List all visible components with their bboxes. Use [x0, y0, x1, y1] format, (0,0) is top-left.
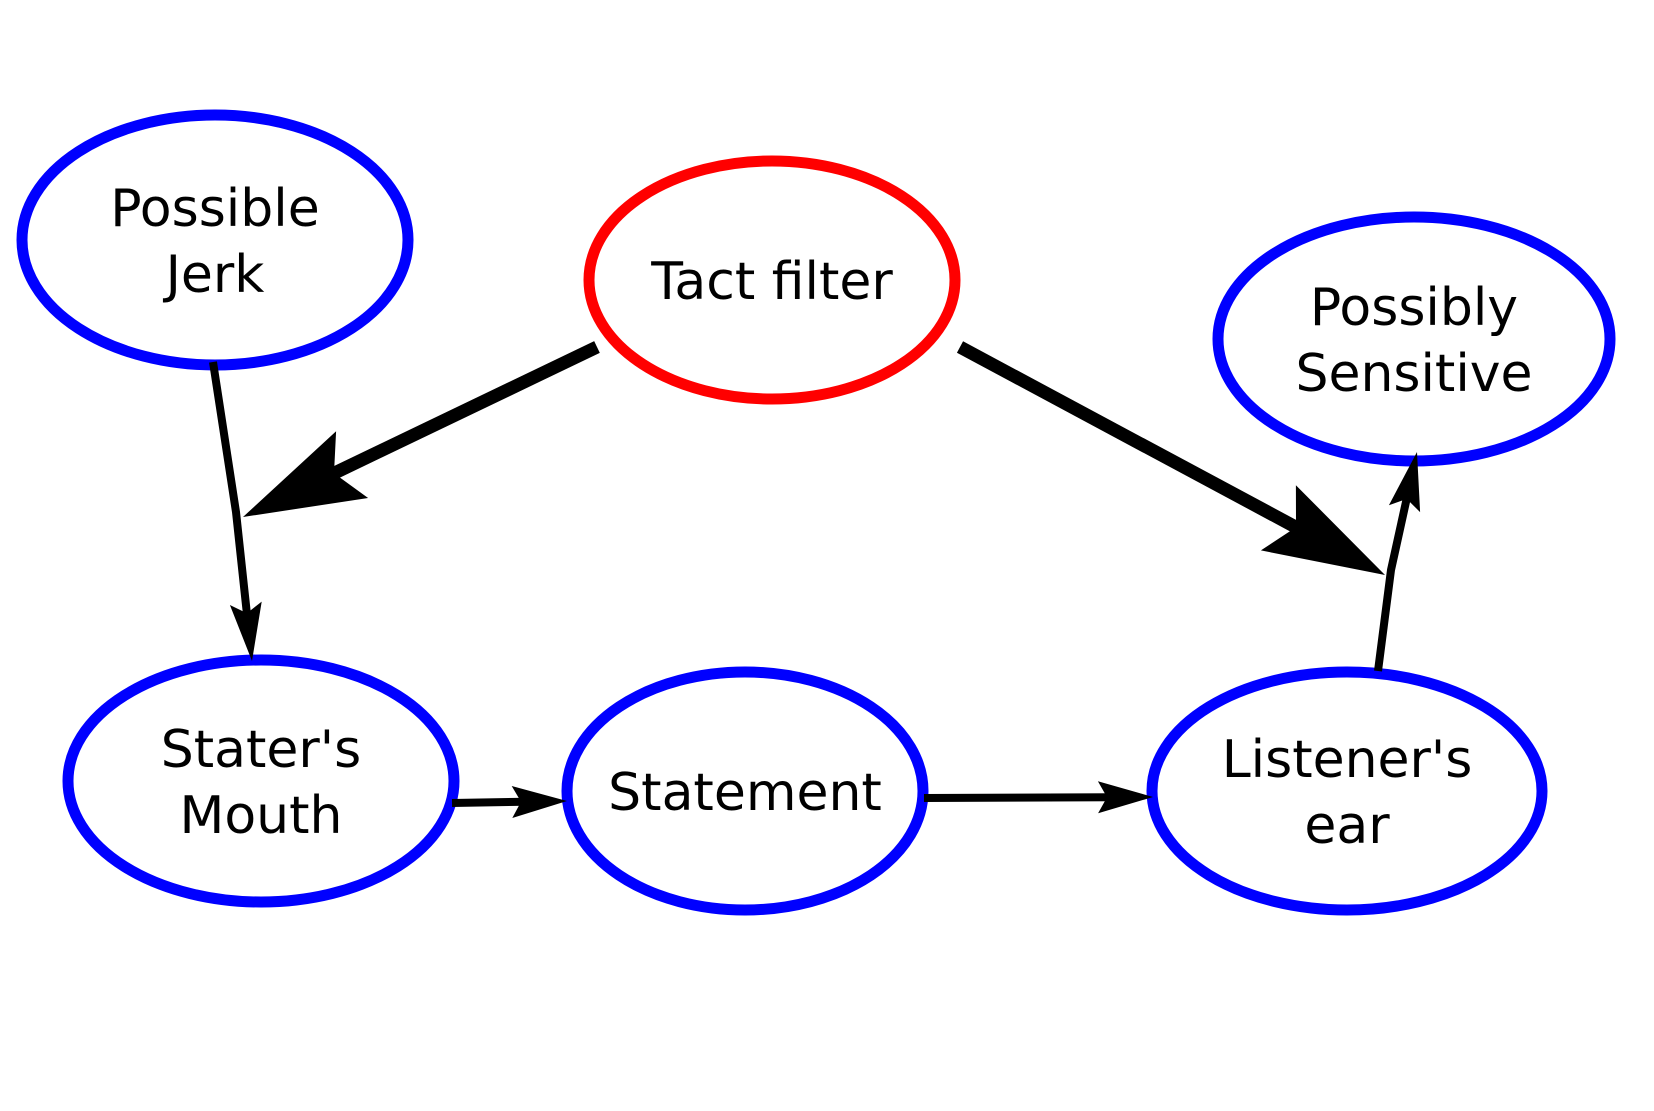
statement-to-ear-arrowhead — [1097, 781, 1153, 814]
listeners-ear-label-line-2: ear — [1304, 796, 1390, 856]
jerk-to-mouth-arrowhead — [229, 601, 262, 661]
possible-jerk-ellipse — [16, 109, 414, 371]
ear-to-sensitive-arrow — [1374, 452, 1421, 672]
staters-mouth-label-line-2: Mouth — [180, 786, 343, 846]
ear-to-sensitive-arrowhead — [1388, 452, 1421, 513]
statement-label: Statement — [608, 763, 882, 823]
possibly-sensitive-label-line-2: Sensitive — [1295, 344, 1532, 404]
possibly-sensitive-ellipse — [1212, 211, 1616, 467]
jerk-to-mouth-arrow — [209, 361, 262, 661]
tact-to-stater-side-arrowhead — [243, 431, 369, 517]
possibly-sensitive-label-line-1: Possibly — [1310, 278, 1518, 338]
tact-filter-label: Tact filter — [650, 252, 893, 312]
tact-to-stater-side-line — [327, 341, 600, 481]
possible-jerk-label-line-2: Jerk — [163, 245, 265, 305]
tact-filter-ellipse — [583, 155, 961, 405]
tact-to-listener-side-arrowhead — [1260, 485, 1385, 575]
statement-label-line-1: Statement — [608, 763, 882, 823]
tact-filter-label-line-1: Tact filter — [650, 252, 893, 312]
tact-to-listener-side-arrow — [956, 341, 1385, 575]
staters-mouth-ellipse — [62, 654, 460, 908]
tact-to-listener-side-line — [956, 341, 1303, 535]
jerk-to-mouth-line — [209, 361, 252, 618]
listeners-ear-ellipse — [1146, 666, 1548, 916]
possible-jerk-label-line-1: Possible — [110, 179, 319, 239]
mouth-to-statement-arrow — [451, 786, 567, 818]
ear-to-sensitive-line — [1374, 494, 1412, 672]
statement-node: Statement — [561, 666, 929, 916]
staters-mouth-label-line-1: Stater's — [161, 720, 361, 780]
mouth-to-statement-line — [451, 797, 526, 807]
tact-filter-node: Tact filter — [583, 155, 961, 405]
mouth-to-statement-arrowhead — [511, 786, 567, 818]
statement-to-ear-arrow — [923, 781, 1153, 814]
listeners-ear-label-line-1: Listener's — [1222, 730, 1473, 790]
statement-to-ear-line — [923, 793, 1112, 802]
tact-to-stater-side-arrow — [243, 341, 600, 517]
statement-ellipse — [561, 666, 929, 916]
